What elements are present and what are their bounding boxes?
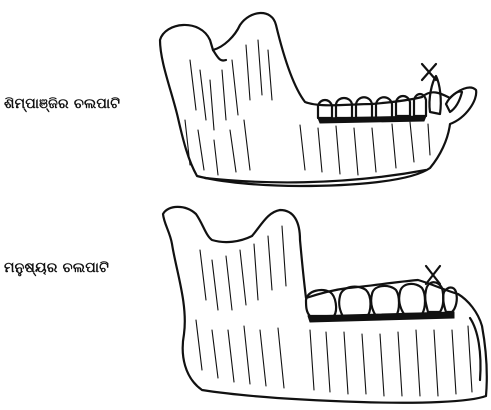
chimpanzee-jaw-label: ଶିମ୍ପାଞ୍ଜିର ଚଲପାଟି [4,96,120,112]
chimpanzee-mandible [160,13,476,186]
cross-mark-icon [422,64,436,80]
human-chin [470,318,481,380]
human-body-shading [310,326,472,396]
human-ramus-shading [196,226,286,388]
human-mandible [163,207,487,403]
chimp-teeth [318,76,462,118]
chimp-incisor [446,92,462,112]
human-jaw-label: ମନୁଷ୍ୟର ଚଲପାଟି [4,260,109,276]
human-jaw-outline [163,207,487,403]
chimp-coronoid-notch [213,50,226,61]
human-tooth-shadow [308,312,454,322]
chimp-body-shading [300,122,430,175]
chimp-ramus-shading [185,40,272,175]
chimp-canine [429,76,440,114]
